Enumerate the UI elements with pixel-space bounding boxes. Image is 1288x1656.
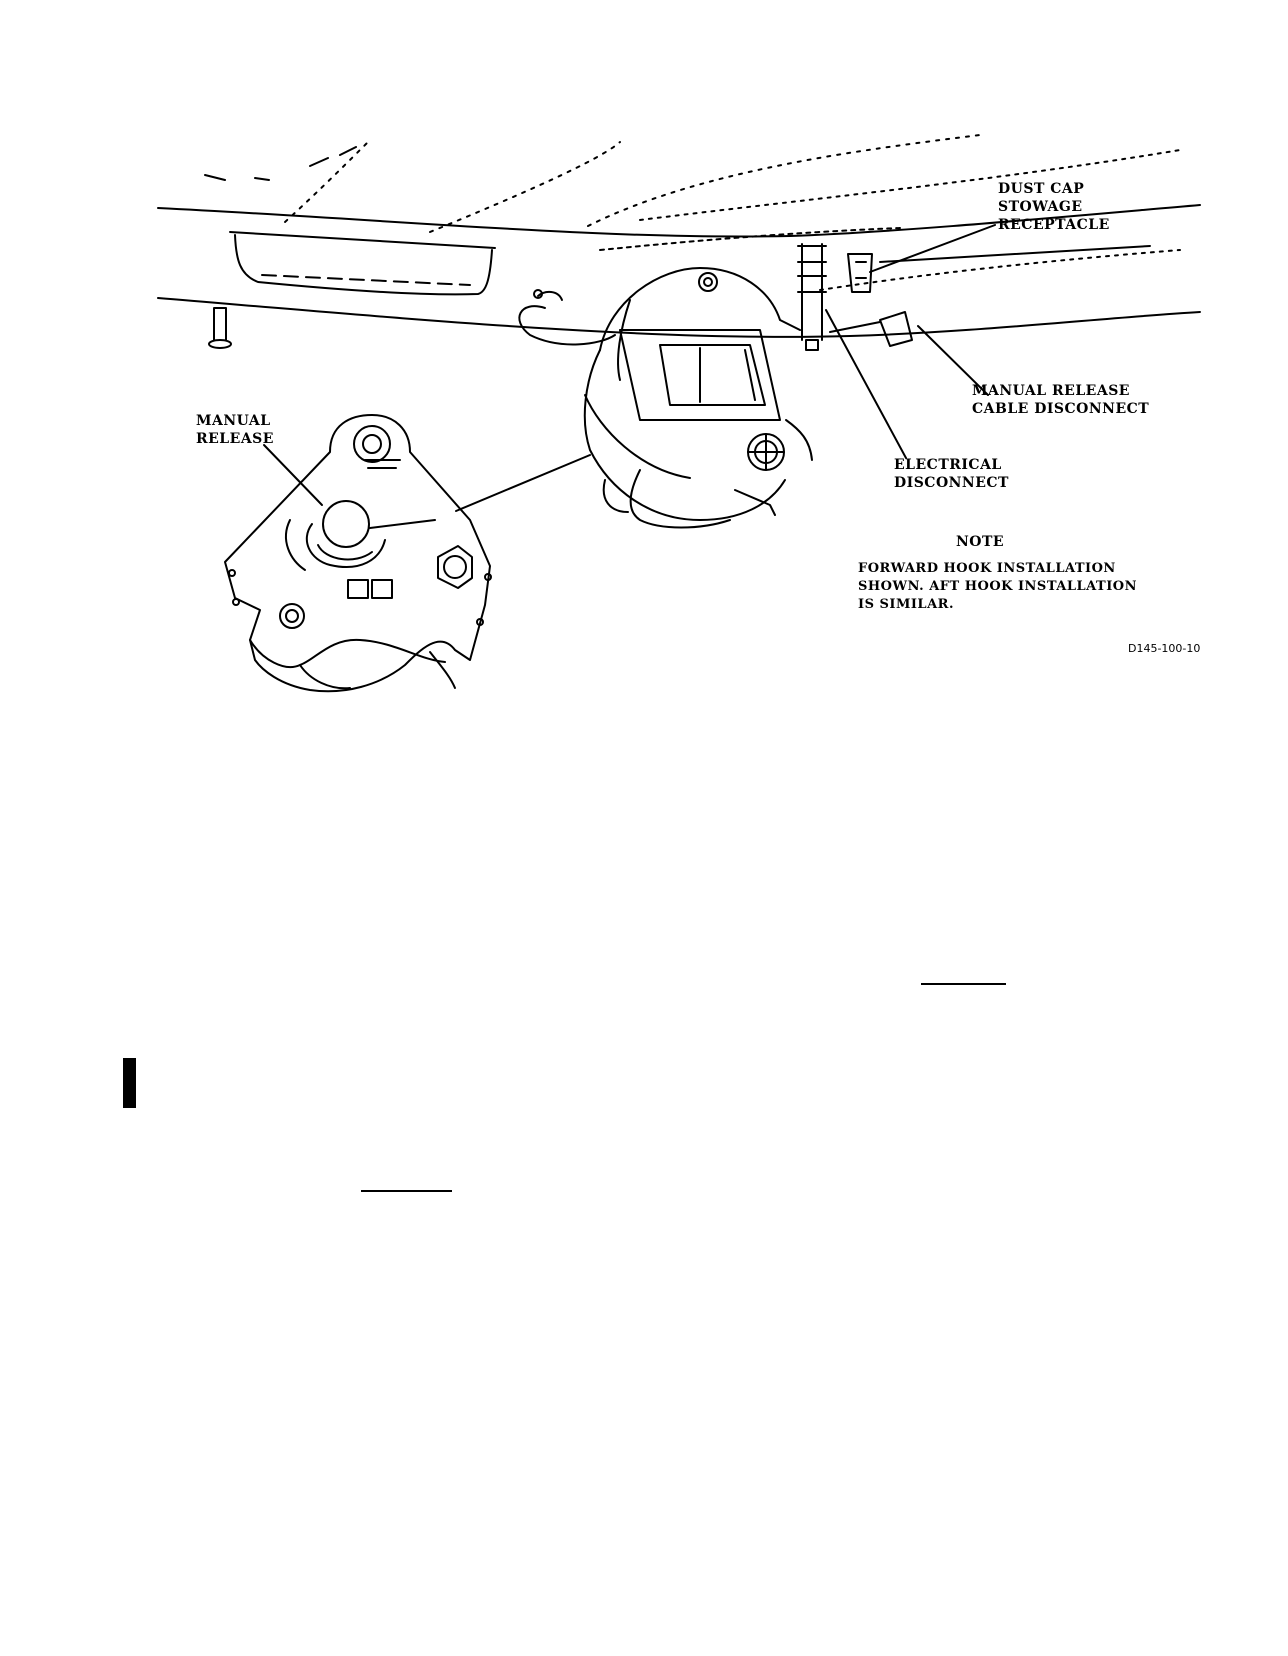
manual-release-callout: MANUAL RELEASE — [196, 413, 274, 447]
installed-cargo-hook — [518, 243, 913, 529]
leader-manual-release — [263, 444, 323, 506]
change-bar — [123, 1058, 136, 1108]
leader-electrical — [825, 309, 907, 459]
drain-fitting — [208, 307, 232, 349]
fuselage-underside — [157, 134, 1201, 338]
fuselage-pan — [229, 231, 496, 296]
note-text: FORWARD HOOK INSTALLATION SHOWN. AFT HOO… — [858, 561, 1137, 612]
detail-connector-line — [455, 454, 591, 512]
leader-manual-release-cable — [917, 325, 989, 396]
note-heading: NOTE — [956, 534, 1005, 550]
manual-release-cable-callout: MANUAL RELEASE CABLE DISCONNECT — [972, 383, 1150, 417]
leader-dust-cap — [869, 224, 996, 273]
dust-cap-callout: DUST CAP STOWAGE RECEPTACLE — [998, 181, 1110, 233]
horizontal-rule-2 — [361, 1190, 452, 1192]
hook-detail-view — [224, 414, 492, 693]
horizontal-rule-1 — [921, 983, 1006, 985]
electrical-disconnect-callout: ELECTRICAL DISCONNECT — [894, 457, 1009, 491]
figure-id: D145-100-10 — [1128, 642, 1201, 655]
